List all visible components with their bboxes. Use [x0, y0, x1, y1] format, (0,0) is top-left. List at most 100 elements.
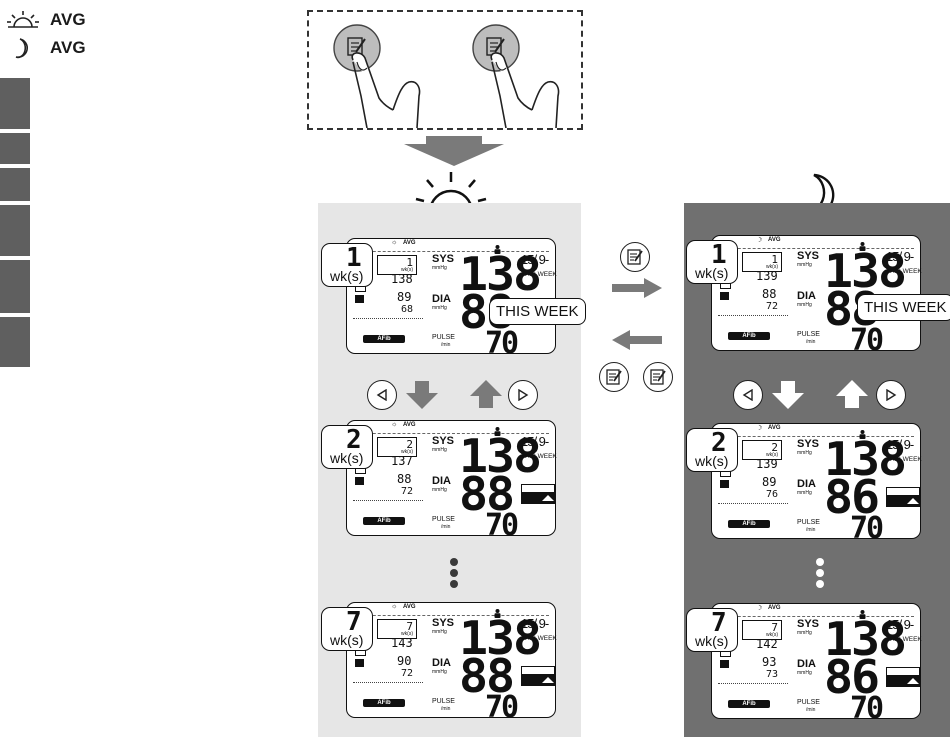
pulse-label: PULSE — [797, 699, 820, 706]
dotted-divider — [353, 318, 423, 319]
this-week-callout-morning: THIS WEEK — [489, 298, 586, 325]
triangle-right-icon — [886, 389, 897, 401]
afib-badge: AFib — [363, 335, 405, 343]
sys-unit: mmHg — [797, 262, 812, 268]
sys-value: 138 — [824, 244, 907, 298]
dia-value: 88 — [459, 649, 515, 703]
week-box-num: 7 — [406, 620, 413, 633]
lcd-period-icon: ☼ — [391, 239, 398, 246]
week-callout-num: 7 — [346, 607, 362, 637]
small-pulse-value: 73 — [766, 669, 779, 680]
dia-value: 86 — [824, 470, 880, 524]
week-callout-num: 2 — [711, 428, 727, 458]
sidebar-block-5 — [0, 260, 30, 313]
this-week-label: THIS WEEK — [521, 453, 557, 460]
pulse-label: PULSE — [432, 516, 455, 523]
prev-button-evening[interactable] — [733, 380, 763, 410]
lcd-period-icon: ☼ — [391, 603, 398, 610]
week-box-num: 1 — [406, 256, 413, 269]
sys-unit: mmHg — [797, 630, 812, 636]
small-dia-value: 88 — [762, 287, 777, 301]
lcd-avg-label: AVG — [768, 605, 781, 611]
afib-badge: AFib — [728, 700, 770, 708]
pulse-value: 70 — [485, 326, 519, 361]
week-callout-unit: wk(s) — [330, 450, 364, 466]
sidebar-block-6 — [0, 317, 30, 367]
week-callout-unit: wk(s) — [695, 265, 729, 281]
lcd-avg-label: AVG — [768, 237, 781, 243]
small-sys-value: 139 — [756, 457, 778, 471]
sys-value: 138 — [824, 612, 907, 666]
afib-badge: AFib — [363, 699, 405, 707]
next-button-evening[interactable] — [876, 380, 906, 410]
person-icon — [494, 423, 501, 436]
ellipsis-vertical-icon — [450, 555, 458, 591]
dia-value: 88 — [459, 467, 515, 521]
person-icon — [494, 605, 501, 618]
triangle-left-icon — [742, 389, 753, 401]
small-dia-value: 88 — [397, 472, 412, 486]
lcd-avg-label: AVG — [403, 240, 416, 246]
person-icon — [494, 241, 501, 254]
sys-unit: mmHg — [432, 629, 447, 635]
this-week-label: THIS WEEK — [521, 271, 557, 278]
pulse-label: PULSE — [797, 331, 820, 338]
small-sys-value: 137 — [391, 454, 413, 468]
arrow-right-icon — [612, 278, 662, 298]
dotted-divider — [718, 503, 788, 504]
lcd-header-line — [353, 251, 549, 252]
sys-label: SYS — [432, 617, 455, 629]
this-week-callout-evening: THIS WEEK — [857, 294, 950, 321]
date-value: 15/ 9- — [521, 434, 549, 449]
upload-indicator-icon — [720, 292, 729, 300]
week-box-unit: wk(s) — [766, 632, 778, 638]
date-value: 15/ 9- — [886, 617, 914, 632]
legend-evening-avg: AVG — [6, 37, 86, 59]
sun-icon — [7, 11, 39, 28]
memo-button-top[interactable] — [620, 242, 650, 272]
small-pulse-value: 76 — [766, 489, 779, 500]
prev-button-morning[interactable] — [367, 380, 397, 410]
this-week-label: THIS WEEK — [886, 456, 922, 463]
sys-unit: mmHg — [432, 265, 447, 271]
pulse-unit: /min — [441, 524, 451, 530]
memo-button-bottom-right[interactable] — [643, 362, 673, 392]
pulse-value: 70 — [485, 508, 519, 543]
upload-indicator-icon — [355, 295, 364, 303]
week-callout-unit: wk(s) — [695, 453, 729, 469]
moon-icon — [15, 38, 29, 59]
small-pulse-value: 72 — [401, 486, 414, 497]
sys-label: SYS — [797, 250, 820, 262]
ellipsis-vertical-icon — [816, 555, 824, 591]
person-icon — [859, 426, 866, 439]
week-box-unit: wk(s) — [401, 449, 413, 455]
pulse-unit: /min — [806, 707, 816, 713]
triangle-left-icon — [376, 389, 387, 401]
trend-badge — [886, 667, 920, 687]
pulse-value: 70 — [850, 691, 884, 726]
pulse-value: 70 — [485, 690, 519, 725]
pulse-value: 70 — [850, 511, 884, 546]
this-week-label: THIS WEEK — [521, 635, 557, 642]
sidebar-block-1 — [0, 78, 30, 129]
week-box-num: 2 — [406, 438, 413, 451]
sidebar-block-4 — [0, 205, 30, 256]
sidebar-block-2 — [0, 133, 30, 164]
week-box-unit: wk(s) — [401, 267, 413, 273]
upload-indicator-icon — [355, 659, 364, 667]
lcd-avg-label: AVG — [403, 422, 416, 428]
date-value: 15/ 9- — [521, 616, 549, 631]
next-button-morning[interactable] — [508, 380, 538, 410]
pulse-unit: /min — [806, 339, 816, 345]
memo-button-icon — [650, 369, 666, 385]
lcd-avg-label: AVG — [768, 425, 781, 431]
memo-button-bottom-left[interactable] — [599, 362, 629, 392]
dia-label: DIA — [797, 478, 816, 490]
person-icon — [859, 238, 866, 251]
